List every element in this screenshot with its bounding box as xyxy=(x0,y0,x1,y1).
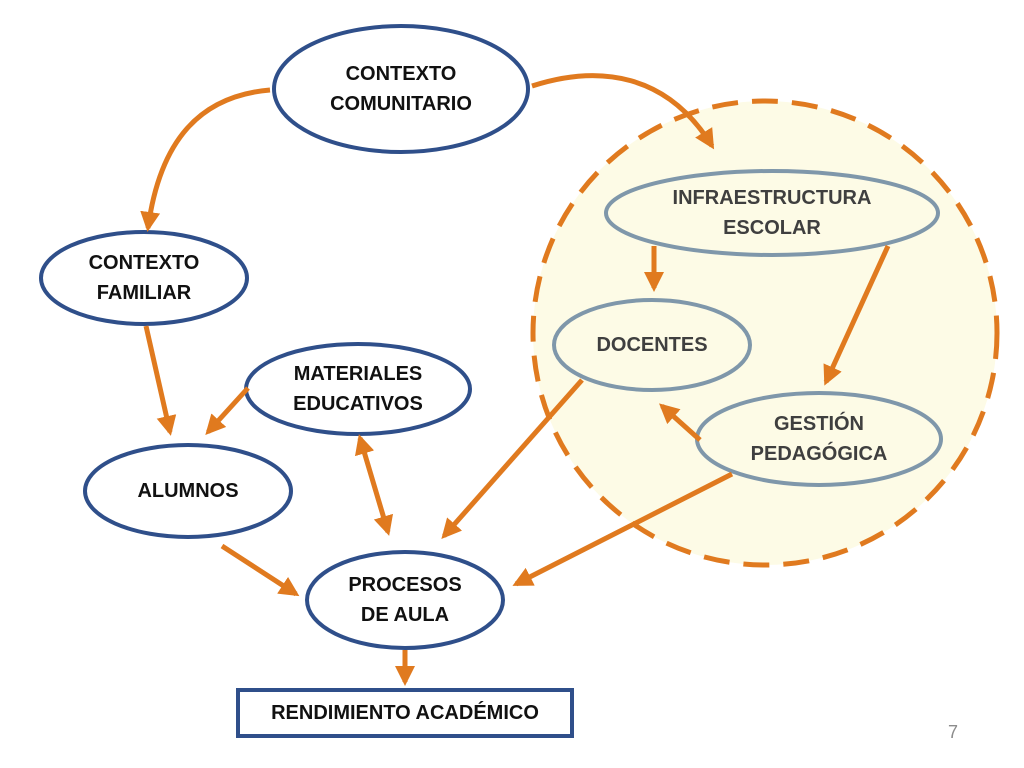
gestion-pedagogica-label: GESTIÓN PEDAGÓGICA xyxy=(750,413,888,465)
alumnos-ellipse xyxy=(83,443,293,539)
arrow-gestion-to-procesos xyxy=(512,471,734,587)
procesos-de-aula-label: PROCESOS DE AULA xyxy=(348,574,462,626)
arrow-comunitario-to-familiar xyxy=(140,87,271,232)
rendimiento-academico-label: RENDIMIENTO ACADÉMICO xyxy=(271,702,539,724)
docentes-label: DOCENTES xyxy=(596,334,708,356)
arrow-docentes-to-procesos xyxy=(441,378,584,539)
infraestructura-escolar-ellipse xyxy=(604,169,940,257)
arrow-materiales-procesos-bidirectional xyxy=(354,434,394,536)
arrow-familiar-to-alumnos xyxy=(143,325,177,436)
arrow-infraestructura-to-gestion xyxy=(823,244,891,386)
contexto-comunitario-label: CONTEXTO COMUNITARIO xyxy=(330,63,472,115)
page-number: 7 xyxy=(948,722,959,742)
materiales-educativos-label: MATERIALES EDUCATIVOS xyxy=(293,363,423,415)
contexto-familiar-label: CONTEXTO FAMILIAR xyxy=(88,252,200,304)
infraestructura-escolar-label: INFRAESTRUCTURA ESCOLAR xyxy=(672,187,872,239)
arrow-comunitario-to-school xyxy=(531,73,715,150)
arrow-gestion-to-docentes xyxy=(659,403,702,442)
docentes-ellipse xyxy=(552,298,752,392)
contexto-comunitario-ellipse xyxy=(272,24,530,154)
arrow-alumnos-to-procesos xyxy=(220,543,300,597)
arrow-materiales-to-alumnos xyxy=(205,386,250,435)
contexto-familiar-ellipse xyxy=(39,230,249,326)
procesos-de-aula-ellipse xyxy=(305,550,505,650)
alumnos-label: ALUMNOS xyxy=(137,480,239,502)
rendimiento-academico-box xyxy=(236,688,574,738)
